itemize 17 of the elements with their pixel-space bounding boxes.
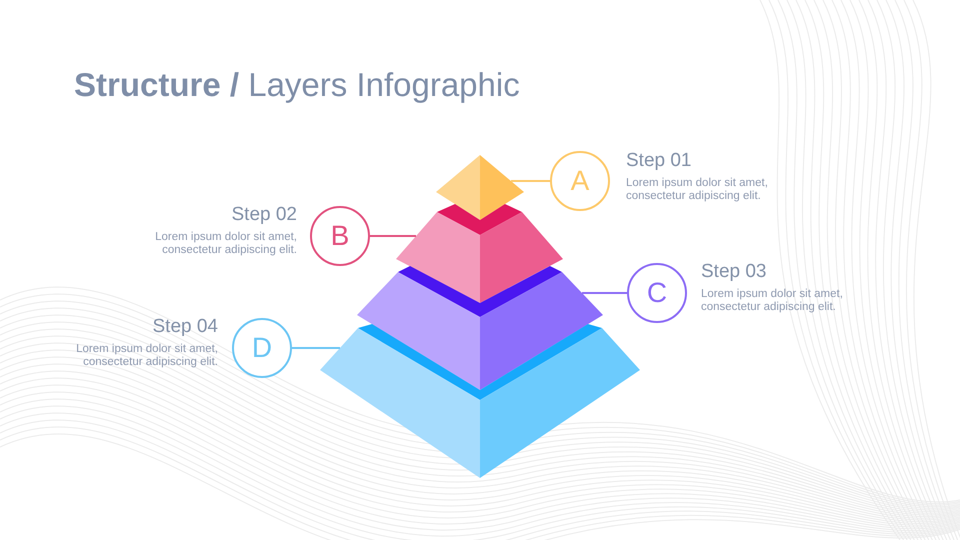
step-description: Lorem ipsum dolor sit amet, consectetur adipiscing elit.: [154, 231, 297, 257]
connector-line: [511, 180, 550, 182]
step-description: Lorem ipsum dolor sit amet, consectetur adipiscing elit.: [75, 343, 218, 369]
step-description: Lorem ipsum dolor sit amet, consectetur adipiscing elit.: [701, 288, 844, 314]
connector-line: [582, 292, 627, 294]
pyramid-tier: [436, 155, 524, 220]
connector-line: [370, 235, 416, 237]
step-heading: Step 04: [152, 316, 218, 338]
step-heading: Step 01: [626, 150, 692, 172]
pyramid-tier: [357, 266, 603, 390]
step-description: Lorem ipsum dolor sit amet, consectetur adipiscing elit.: [626, 177, 769, 203]
title: Structure / Layers Infographic: [74, 65, 520, 105]
step-heading: Step 02: [232, 204, 297, 226]
step-heading: Step 03: [701, 261, 766, 283]
pyramid-tier: [396, 204, 563, 303]
connector-line: [292, 347, 340, 349]
pyramid-tier: [320, 324, 640, 478]
